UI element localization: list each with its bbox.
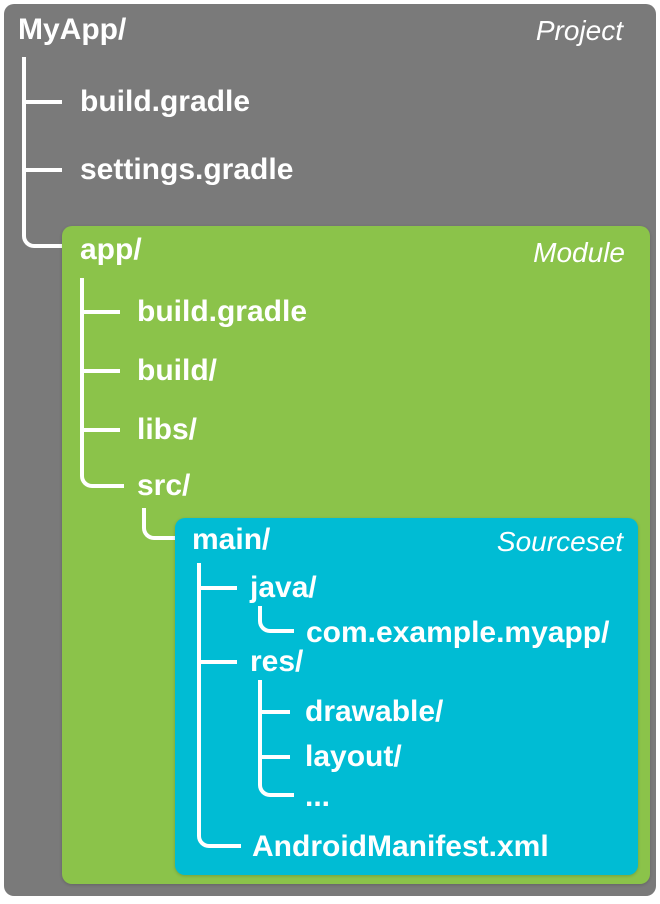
module-elbow-line-src	[80, 470, 124, 488]
project-title: MyApp/	[18, 13, 127, 46]
project-elbow-line-to-app	[22, 228, 66, 248]
sourceset-elbow-line-ellipsis	[258, 777, 294, 797]
sourceset-item-manifest: AndroidManifest.xml	[252, 830, 549, 863]
sourceset-panel: main/ Sourceset java/ com.example.myapp/…	[175, 518, 638, 875]
project-badge: Project	[535, 15, 623, 46]
module-item-src: src/	[137, 469, 191, 502]
sourceset-branch-line-layout	[258, 755, 290, 759]
project-item-build-gradle: build.gradle	[80, 85, 251, 118]
module-item-libs: libs/	[137, 413, 198, 446]
sourceset-badge: Sourceset	[496, 526, 623, 557]
project-item-settings-gradle: settings.gradle	[80, 153, 294, 186]
module-badge: Module	[533, 237, 625, 268]
module-branch-line-build-dir	[80, 369, 120, 373]
module-title: app/	[80, 233, 142, 266]
sourceset-item-ellipsis: ...	[305, 780, 331, 813]
sourceset-item-layout: layout/	[305, 740, 402, 773]
sourceset-item-drawable: drawable/	[305, 695, 444, 728]
sourceset-item-java: java/	[250, 571, 317, 604]
sourceset-elbow-line-package	[258, 606, 294, 633]
sourceset-item-res: res/	[250, 645, 304, 678]
sourceset-branch-line-res	[197, 660, 237, 664]
sourceset-item-package: com.example.myapp/	[306, 616, 610, 649]
module-branch-line-libs	[80, 428, 120, 432]
sourceset-branch-line-drawable	[258, 710, 290, 714]
module-elbow-line-to-main	[142, 508, 179, 540]
module-tree-trunk-line	[80, 278, 84, 470]
sourceset-elbow-line-manifest	[197, 827, 241, 848]
module-item-build-dir: build/	[137, 354, 217, 387]
sourceset-title: main/	[192, 523, 271, 556]
sourceset-res-trunk-line	[258, 680, 262, 777]
project-branch-line-build-gradle	[22, 100, 62, 104]
sourceset-tree-trunk-line	[197, 563, 201, 827]
sourceset-branch-line-java	[197, 586, 237, 590]
module-item-build-gradle: build.gradle	[137, 295, 308, 328]
project-tree-trunk-line	[22, 57, 26, 228]
module-branch-line-build-gradle	[80, 310, 120, 314]
project-branch-line-settings-gradle	[22, 168, 62, 172]
